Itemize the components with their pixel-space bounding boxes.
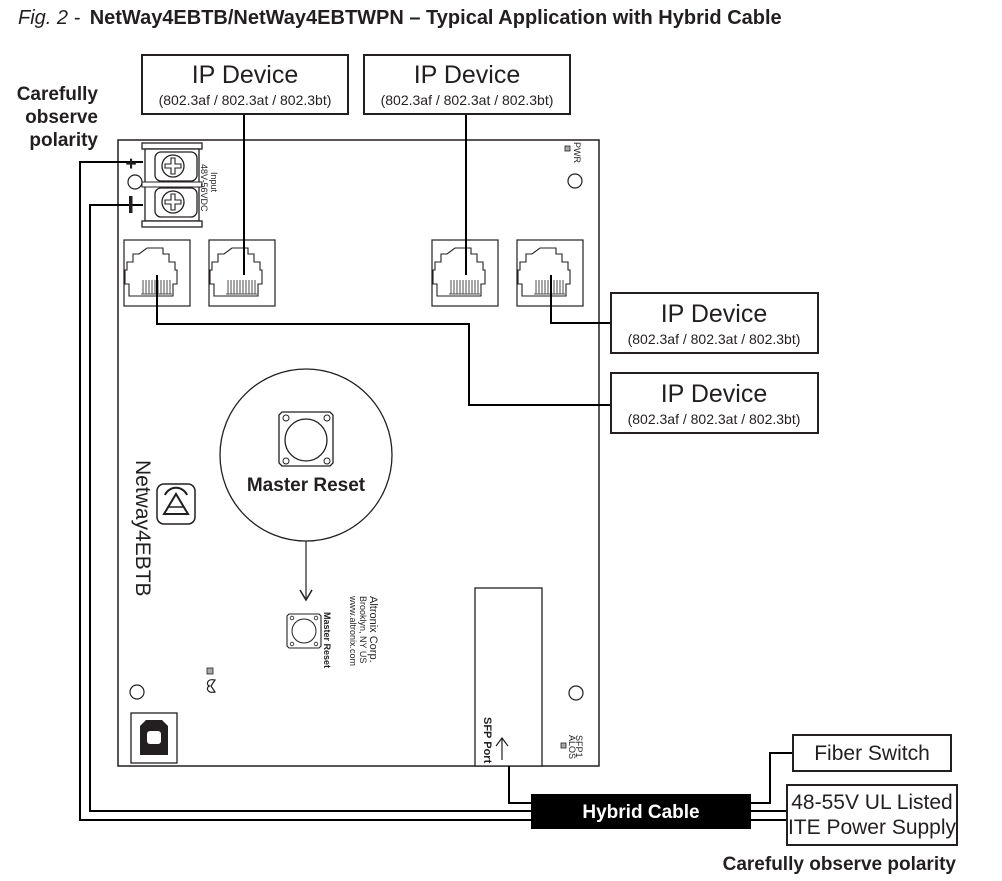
polarity-note-line: polarity: [29, 130, 98, 151]
ip-device-standards: (802.3af / 802.3at / 802.3bt): [628, 411, 801, 427]
ip-device-standards: (802.3af / 802.3at / 802.3bt): [628, 331, 801, 347]
svg-text:SFP1: SFP1: [574, 735, 584, 758]
figure-title: Fig. 2 - NetWay4EBTB/NetWay4EBTWPN – Typ…: [18, 7, 782, 29]
master-reset-label: Master Reset: [247, 475, 366, 496]
ip-device-standards: (802.3af / 802.3at / 802.3bt): [159, 92, 332, 108]
fiber-wire: [508, 766, 533, 804]
rj45-port-2[interactable]: [208, 239, 276, 307]
usb-icon: [147, 731, 161, 744]
polarity-note-bottom: Carefully observe polarity: [723, 854, 957, 875]
hybrid-cable-label: Hybrid Cable: [582, 802, 699, 823]
board-model-label: Netway4EBTB: [131, 460, 154, 597]
figure-title-text: NetWay4EBTB/NetWay4EBTWPN – Typical Appl…: [90, 7, 782, 29]
master-reset-callout: Master Reset: [219, 368, 393, 542]
power-supply-label-line: ITE Power Supply: [788, 816, 957, 839]
altronix-logo-icon: [156, 483, 196, 525]
svg-text:48V-56VDC: 48V-56VDC: [199, 164, 209, 212]
figure-label: Fig. 2 -: [18, 7, 81, 29]
svg-text:Altronix Corp.: Altronix Corp.: [367, 596, 379, 663]
mounting-hole: [127, 174, 143, 190]
screw-plus-icon: [161, 154, 185, 178]
fiber-switch-wire: [751, 752, 793, 804]
ip-device-standards: (802.3af / 802.3at / 802.3bt): [381, 92, 554, 108]
sfp-port[interactable]: [474, 587, 543, 767]
terminal-minus-symbol: [129, 196, 133, 213]
pwr-led-label: PWR: [572, 142, 582, 163]
svg-text:ALOS: ALOS: [567, 735, 577, 759]
svg-text:www.altronix.com: www.altronix.com: [348, 595, 358, 666]
reset-button-icon[interactable]: [278, 411, 334, 467]
terminal-block: [127, 142, 203, 228]
heart-icon: [206, 679, 216, 693]
sfp1-alos-led: [560, 742, 567, 749]
sfp-arrow-icon: [495, 737, 509, 760]
ip-device-4: IP Device (802.3af / 802.3at / 802.3bt): [610, 372, 819, 434]
master-reset-small-label: Master Reset: [322, 612, 332, 668]
hybrid-cable: Hybrid Cable: [531, 794, 751, 829]
fiber-switch-label: Fiber Switch: [814, 742, 930, 765]
ip-device-1: IP Device (802.3af / 802.3at / 802.3bt): [141, 54, 349, 115]
ip-device-2: IP Device (802.3af / 802.3at / 802.3bt): [363, 54, 571, 115]
company-info: Altronix Corp. Brooklyn, NY US www.altro…: [348, 595, 379, 666]
heartbeat-led: [206, 667, 214, 675]
mounting-hole: [567, 173, 583, 189]
wire-port4-device3: [550, 275, 611, 324]
ip-device-3: IP Device (802.3af / 802.3at / 802.3bt): [610, 292, 819, 354]
terminal-plus-symbol: +: [125, 154, 136, 175]
ip-device-name: IP Device: [661, 380, 768, 408]
screw-minus-icon: [161, 190, 185, 214]
power-supply: 48-55V UL Listed ITE Power Supply: [786, 784, 958, 846]
mounting-hole: [568, 685, 584, 701]
reset-arrow-head-icon: [299, 589, 313, 602]
fiber-switch: Fiber Switch: [792, 734, 952, 772]
pwr-led: [564, 145, 571, 152]
mounting-hole: [129, 684, 145, 700]
usb-b-port[interactable]: [130, 712, 178, 764]
positive-wire: [79, 161, 533, 821]
power-supply-label-line: 48-55V UL Listed: [791, 791, 953, 814]
svg-text:Brooklyn, NY US: Brooklyn, NY US: [358, 596, 368, 663]
ip-device-name: IP Device: [414, 61, 521, 89]
wire-port1-device4: [156, 275, 611, 406]
negative-wire: [89, 204, 533, 812]
svg-text:Input: Input: [209, 172, 219, 193]
input-voltage-label: Input 48V-56VDC: [199, 164, 219, 212]
sfp-led-label: SFP1 ALOS: [567, 735, 584, 759]
polarity-note-line: Carefully: [17, 84, 99, 105]
master-reset-button[interactable]: [286, 613, 322, 649]
ip-device-name: IP Device: [661, 300, 768, 328]
polarity-note-line: observe: [25, 107, 98, 128]
sfp-port-label: SFP Port: [481, 717, 493, 764]
ip-device-name: IP Device: [192, 61, 299, 89]
polarity-note-left: Carefully observe polarity: [17, 84, 99, 151]
